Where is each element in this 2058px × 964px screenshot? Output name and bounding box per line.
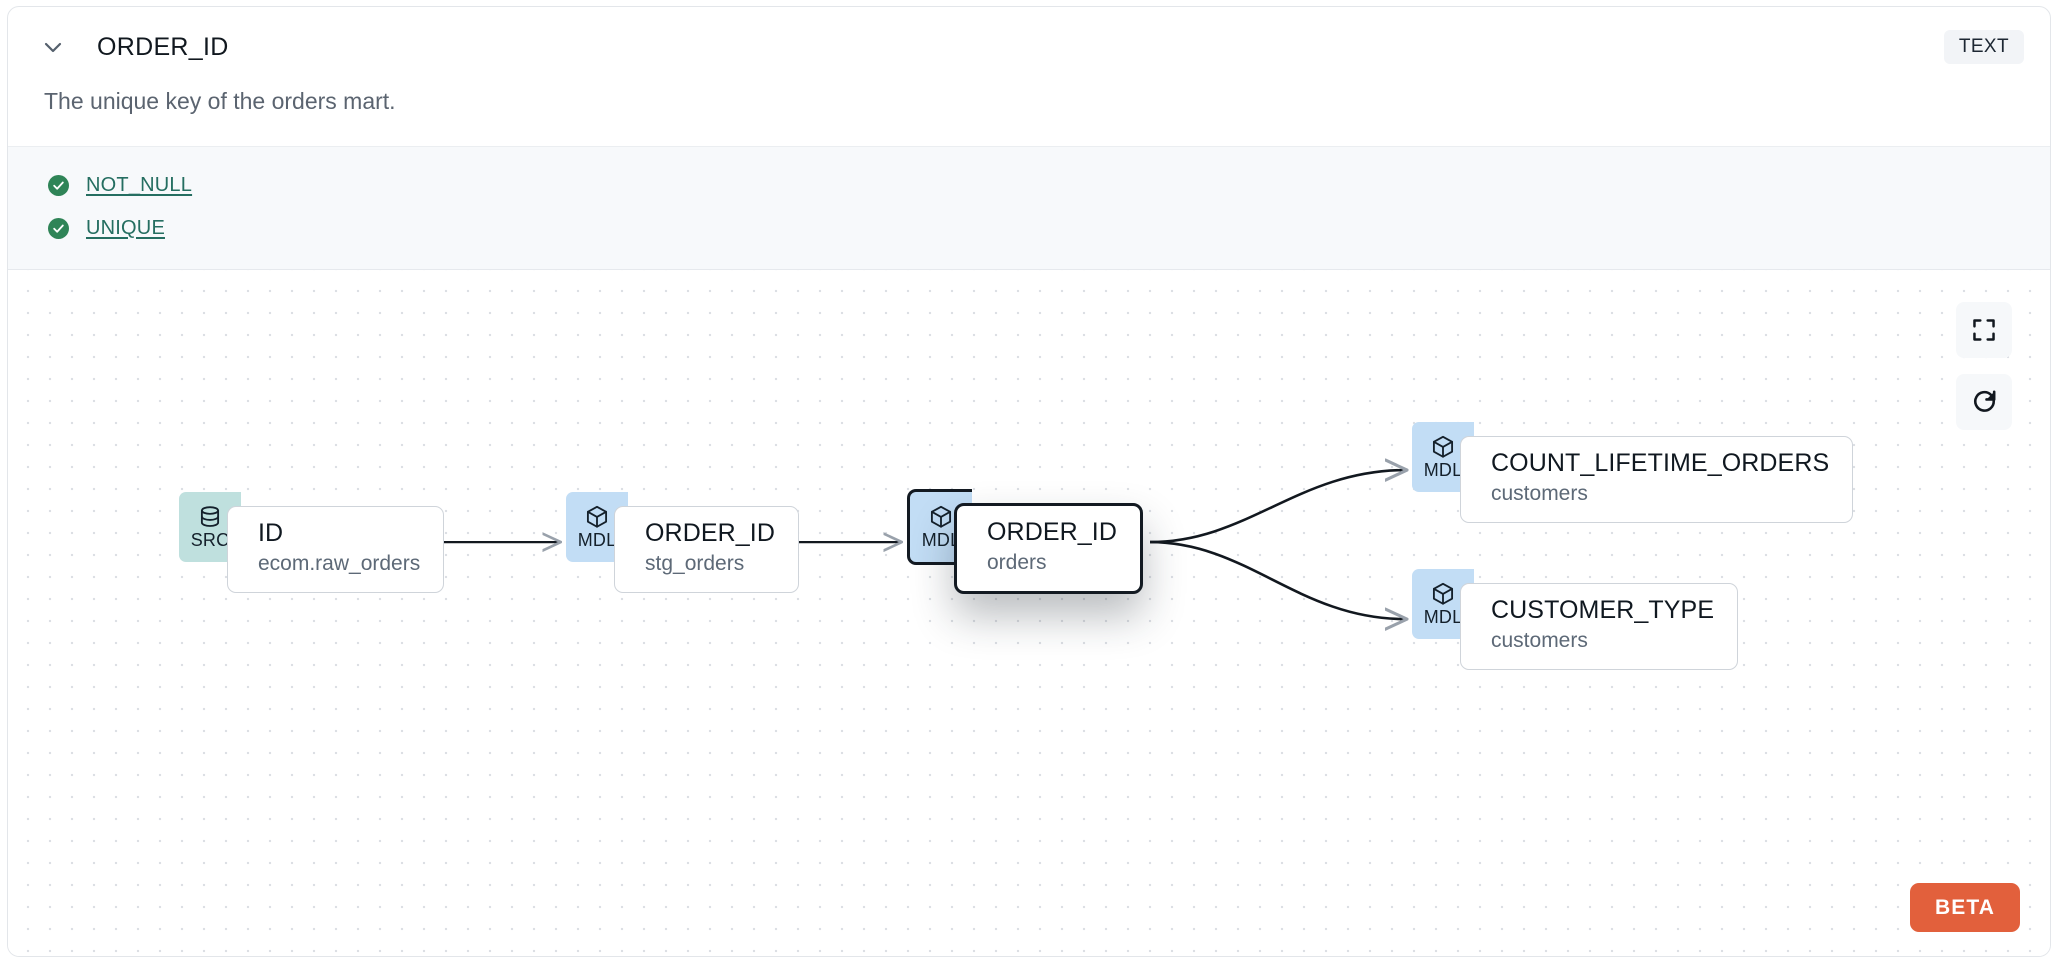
node-body: CUSTOMER_TYPE customers — [1460, 582, 1739, 670]
cube-icon — [1430, 434, 1456, 460]
page-title: ORDER_ID — [97, 32, 229, 61]
node-body: ORDER_ID orders — [954, 502, 1143, 594]
node-source-name: orders — [987, 550, 1047, 574]
beta-badge[interactable]: BETA — [1909, 883, 2020, 932]
fullscreen-icon — [1971, 317, 1997, 343]
chevron-down-icon[interactable] — [38, 32, 68, 62]
fit-view-button[interactable] — [1956, 301, 2012, 358]
edge-orders-to-count-lifetime-orders — [1149, 470, 1406, 544]
lineage-edges — [388, 270, 2050, 956]
column-detail-card: ORDER_ID TEXT The unique key of the orde… — [7, 6, 2051, 957]
node-source-name: stg_orders — [645, 551, 745, 575]
node-column-name: ID — [258, 518, 284, 547]
node-kind-label: MDL — [921, 530, 961, 551]
node-kind-label: MDL — [577, 530, 617, 551]
test-row: UNIQUE — [8, 207, 2050, 250]
node-kind-label: MDL — [1423, 607, 1463, 628]
node-body: ID ecom.raw_orders — [227, 505, 445, 593]
cube-icon — [928, 504, 954, 530]
lineage-node-mdl-stg-orders[interactable]: MDL ORDER_ID stg_orders — [566, 491, 799, 593]
refresh-icon — [1971, 388, 1998, 415]
node-column-name: CUSTOMER_TYPE — [1491, 595, 1715, 624]
node-kind-label: MDL — [1423, 460, 1463, 481]
test-link-not-null[interactable]: NOT_NULL — [86, 173, 193, 196]
lineage-node-mdl-customer-type[interactable]: MDL CUSTOMER_TYPE customers — [1412, 568, 1739, 670]
column-description: The unique key of the orders mart. — [44, 88, 396, 114]
check-circle-icon — [48, 174, 69, 196]
lineage-canvas[interactable]: SRC ID ecom.raw_orders — [8, 269, 2050, 956]
node-source-name: ecom.raw_orders — [258, 551, 421, 575]
canvas-controls — [1956, 301, 2012, 430]
card-header: ORDER_ID TEXT — [8, 7, 2050, 87]
column-type-badge: TEXT — [1943, 30, 2024, 64]
node-source-name: customers — [1491, 628, 1588, 652]
node-column-name: COUNT_LIFETIME_ORDERS — [1491, 448, 1830, 477]
node-source-name: customers — [1491, 481, 1588, 505]
lineage-node-src-id[interactable]: SRC ID ecom.raw_orders — [179, 491, 445, 593]
test-link-unique[interactable]: UNIQUE — [86, 216, 165, 239]
cube-icon — [1430, 581, 1456, 607]
node-kind-label: SRC — [190, 530, 230, 551]
lineage-node-mdl-count-lifetime-orders[interactable]: MDL COUNT_LIFETIME_ORDERS customers — [1412, 421, 1854, 523]
lineage-node-mdl-orders-selected[interactable]: MDL ORDER_ID orders — [907, 488, 1143, 594]
tests-section: NOT_NULL UNIQUE — [8, 145, 2050, 270]
cube-icon — [584, 504, 610, 530]
node-body: ORDER_ID stg_orders — [614, 505, 799, 593]
node-body: COUNT_LIFETIME_ORDERS customers — [1460, 435, 1854, 523]
test-row: NOT_NULL — [8, 164, 2050, 207]
edge-orders-to-customer-type — [1149, 540, 1406, 619]
check-circle-icon — [48, 217, 69, 239]
database-icon — [197, 504, 223, 530]
node-column-name: ORDER_ID — [987, 517, 1117, 546]
reset-button[interactable] — [1956, 373, 2012, 430]
node-column-name: ORDER_ID — [645, 518, 775, 547]
